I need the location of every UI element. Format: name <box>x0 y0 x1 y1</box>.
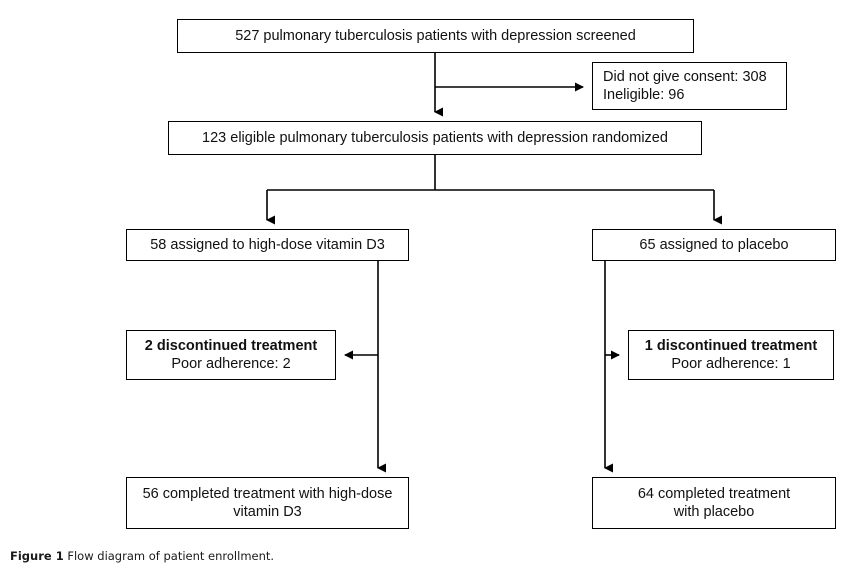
node-excluded-line-2: Ineligible: 96 <box>603 87 685 103</box>
node-screened: 527 pulmonary tuberculosis patients with… <box>177 19 694 53</box>
figure-caption: Figure 1 Flow diagram of patient enrollm… <box>10 549 274 563</box>
node-randomized-line-1: 123 eligible pulmonary tuberculosis pati… <box>202 129 668 146</box>
node-randomized: 123 eligible pulmonary tuberculosis pati… <box>168 121 702 155</box>
node-screened-line-1: 527 pulmonary tuberculosis patients with… <box>235 27 636 44</box>
node-vitamin-d3-completed-line-1: 56 completed treatment with high-dose <box>142 485 393 502</box>
node-placebo-discontinued-line-1: 1 discontinued treatment <box>644 337 818 354</box>
figure-caption-text: Flow diagram of patient enrollment. <box>67 549 275 563</box>
node-excluded-line-1: Did not give consent: 308 <box>603 68 767 85</box>
node-excluded: Did not give consent: 308 Ineligible: 96 <box>592 62 787 110</box>
node-placebo-completed: 64 completed treatment with placebo <box>592 477 836 529</box>
node-vitamin-d3-completed-line-2: vitamin D3 <box>233 504 302 520</box>
node-vitamin-d3-discontinued-line-2: Poor adherence: 2 <box>171 356 291 372</box>
node-placebo-assigned-line-1: 65 assigned to placebo <box>639 236 789 253</box>
node-vitamin-d3-assigned-line-1: 58 assigned to high-dose vitamin D3 <box>150 236 385 253</box>
node-vitamin-d3-assigned: 58 assigned to high-dose vitamin D3 <box>126 229 409 261</box>
node-vitamin-d3-completed: 56 completed treatment with high-dose vi… <box>126 477 409 529</box>
node-placebo-discontinued: 1 discontinued treatment Poor adherence:… <box>628 330 834 380</box>
node-placebo-completed-line-1: 64 completed treatment <box>637 485 791 502</box>
node-placebo-assigned: 65 assigned to placebo <box>592 229 836 261</box>
node-placebo-completed-line-2: with placebo <box>673 504 755 520</box>
node-placebo-discontinued-line-2: Poor adherence: 1 <box>671 356 791 372</box>
figure-caption-label: Figure 1 <box>10 549 64 563</box>
node-vitamin-d3-discontinued: 2 discontinued treatment Poor adherence:… <box>126 330 336 380</box>
node-vitamin-d3-discontinued-line-1: 2 discontinued treatment <box>144 337 318 354</box>
